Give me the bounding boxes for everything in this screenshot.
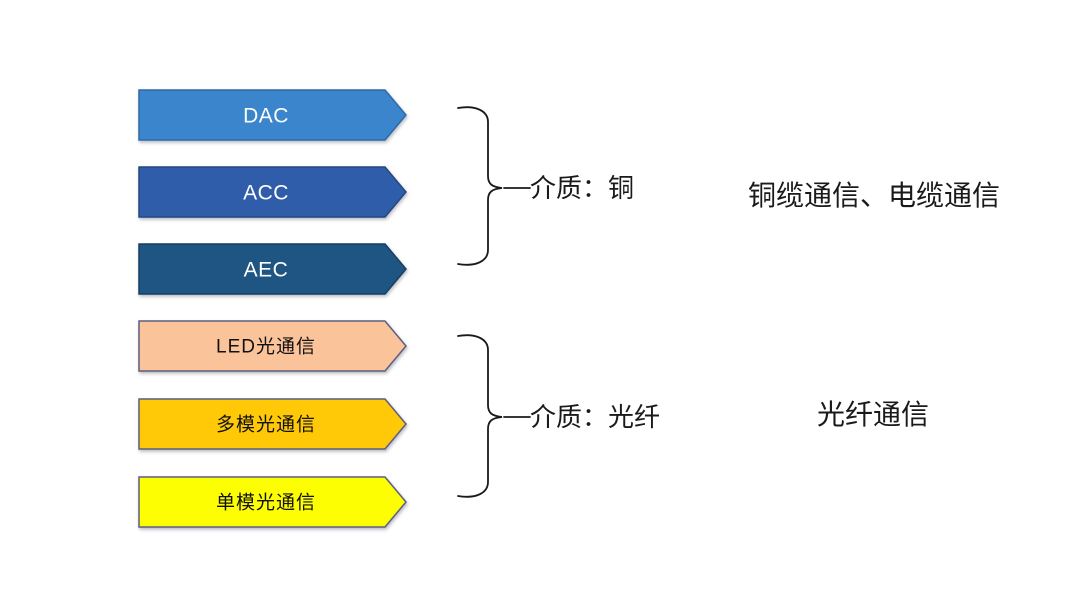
arrow-aec-shape (138, 243, 407, 295)
arrow-aec: AEC (138, 243, 407, 295)
arrow-dac-label: DAC (243, 105, 289, 128)
arrow-multimode-optical-label: 多模光通信 (216, 414, 316, 436)
arrow-led-optical-shape (138, 320, 407, 372)
brace-copper-group (457, 106, 531, 266)
arrow-singlemode-optical: 单模光通信 (138, 476, 407, 528)
arrow-multimode-optical: 多模光通信 (138, 398, 407, 450)
arrow-acc-label: ACC (243, 182, 289, 205)
arrow-dac-shape (138, 89, 407, 141)
arrow-aec-label: AEC (244, 259, 289, 282)
arrow-multimode-optical-shape (138, 398, 407, 450)
arrow-singlemode-optical-shape (138, 476, 407, 528)
medium-label-copper: 介质：铜 (530, 173, 635, 203)
medium-label-fiber: 介质：光纤 (530, 402, 661, 432)
arrow-led-optical: LED光通信 (138, 320, 407, 372)
arrow-led-optical-label: LED光通信 (216, 336, 316, 358)
category-label-fiber: 光纤通信 (817, 399, 930, 430)
arrow-acc: ACC (138, 166, 407, 218)
arrow-singlemode-optical-label: 单模光通信 (216, 492, 316, 514)
arrow-dac: DAC (138, 89, 407, 141)
arrow-acc-shape (138, 166, 407, 218)
brace-fiber-group (457, 334, 531, 498)
category-label-copper: 铜缆通信、电缆通信 (748, 180, 1001, 211)
